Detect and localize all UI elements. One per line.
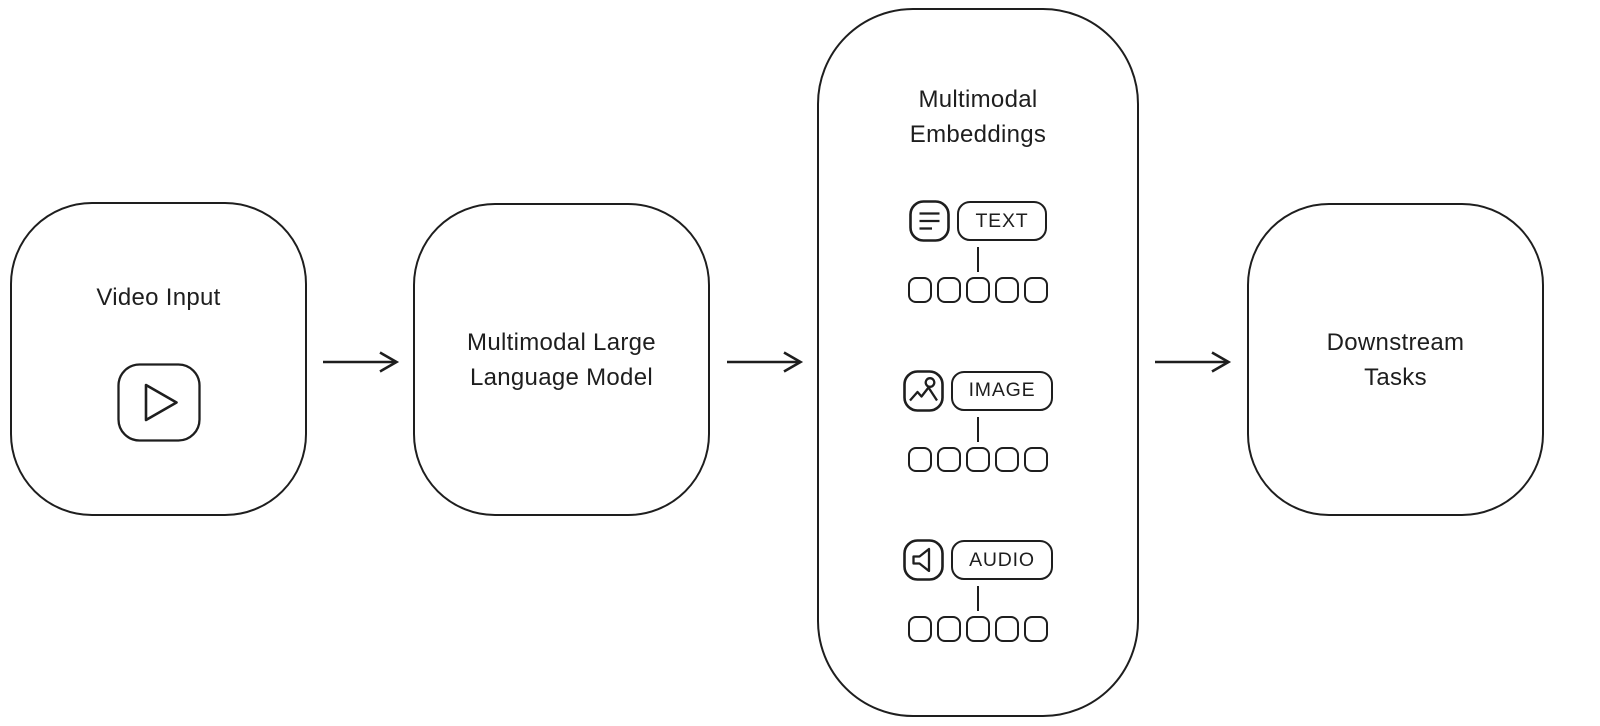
embedding-token-square — [995, 446, 1019, 472]
modality-pill-text: TEXT — [957, 201, 1047, 241]
embedding-token-square — [1023, 616, 1048, 642]
embedding-token-square — [908, 277, 932, 303]
embedding-token-square — [966, 277, 990, 303]
image-icon — [902, 369, 944, 412]
embedding-token-square — [907, 616, 932, 642]
modality-group-audio: AUDIO — [903, 539, 1053, 642]
embeddings-title-line2: Embeddings — [909, 121, 1047, 148]
embedding-token-square — [995, 277, 1019, 303]
embeddings-title-line1: Multimodal — [918, 86, 1038, 113]
modality-pill-image-label: IMAGE — [968, 379, 1036, 401]
modality-row-image: IMAGE — [902, 369, 1054, 412]
embedding-token-square — [994, 616, 1019, 642]
downstream-label-line2: Tasks — [1364, 363, 1427, 391]
embedding-token-square — [936, 616, 961, 642]
embedding-token-square — [965, 616, 990, 642]
downstream-label: Downstream Tasks — [1327, 325, 1465, 395]
mllm-label-line2: Language Model — [469, 363, 653, 391]
embedding-token-square — [937, 446, 961, 472]
play-icon — [116, 363, 201, 442]
embedding-token-square — [966, 446, 990, 472]
modality-group-text: TEXT — [908, 200, 1048, 303]
mllm-label: Multimodal Large Language Model — [467, 325, 656, 395]
embedding-token-square — [1024, 277, 1048, 303]
connector-tick — [976, 586, 980, 611]
connector-tick — [976, 247, 980, 272]
arrow-video-to-mllm — [323, 351, 400, 373]
text-lines-icon — [909, 200, 951, 242]
node-video-input: Video Input — [10, 202, 307, 516]
embedding-token-row-text — [908, 277, 1048, 303]
downstream-label-line1: Downstream — [1326, 328, 1465, 356]
modality-pill-audio: AUDIO — [951, 540, 1053, 580]
embedding-token-row-audio — [907, 616, 1048, 642]
arrow-embeddings-to-downstream — [1155, 351, 1232, 373]
modality-row-text: TEXT — [909, 200, 1047, 242]
modality-pill-text-label: TEXT — [975, 209, 1029, 232]
modality-pill-image: IMAGE — [950, 370, 1054, 411]
node-multimodal-embeddings: Multimodal Embeddings TEXT — [817, 8, 1139, 717]
speaker-icon — [903, 539, 944, 581]
node-multimodal-llm: Multimodal Large Language Model — [413, 203, 710, 516]
embedding-token-square — [1024, 446, 1048, 472]
node-downstream-tasks: Downstream Tasks — [1247, 203, 1544, 516]
embedding-token-row-image — [908, 446, 1048, 472]
modality-pill-audio-label: AUDIO — [969, 548, 1035, 571]
embedding-token-square — [908, 446, 932, 472]
connector-tick — [976, 416, 980, 442]
embedding-token-square — [937, 277, 961, 303]
modality-group-image: IMAGE — [902, 369, 1054, 472]
modality-row-audio: AUDIO — [903, 539, 1053, 581]
embeddings-title: Multimodal Embeddings — [910, 82, 1046, 152]
mllm-label-line1: Multimodal Large — [467, 328, 656, 356]
video-input-label: Video Input — [96, 284, 221, 311]
arrow-mllm-to-embeddings — [727, 351, 804, 373]
